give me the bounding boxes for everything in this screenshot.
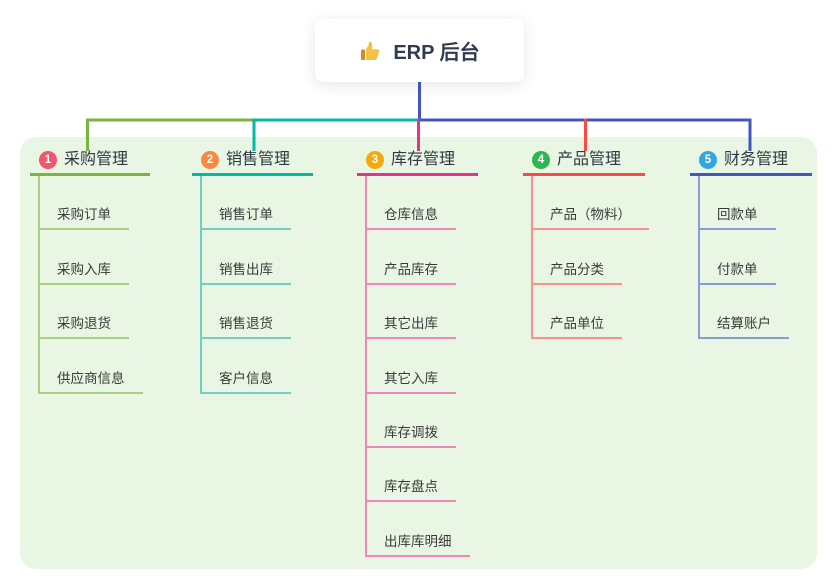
leaf-node[interactable]: 出库库明细 <box>367 502 470 557</box>
leaf-label: 库存盘点 <box>384 479 438 495</box>
branch-number-badge: 3 <box>366 150 384 169</box>
branch-product-title[interactable]: 4 产品管理 <box>523 150 645 176</box>
branch-label: 采购管理 <box>64 151 129 168</box>
leaf-node[interactable]: 产品库存 <box>367 230 456 285</box>
leaf-node[interactable]: 结算账户 <box>700 285 789 340</box>
leaf-label: 采购入库 <box>57 261 111 277</box>
leaf-label: 库存调拨 <box>384 424 438 440</box>
leaf-node[interactable]: 采购订单 <box>40 176 129 231</box>
leaf-node[interactable]: 采购退货 <box>40 285 129 340</box>
branch-finance-items: 回款单 付款单 结算账户 <box>698 176 789 340</box>
branch-finance-title[interactable]: 5 财务管理 <box>690 150 812 176</box>
branch-label: 销售管理 <box>226 151 291 168</box>
branch-number-badge: 4 <box>532 150 550 169</box>
leaf-label: 销售出库 <box>219 261 273 277</box>
branch-inventory-items: 仓库信息 产品库存 其它出库 其它入库 库存调拨 库存盘点 出库库明细 <box>365 176 470 557</box>
leaf-node[interactable]: 库存盘点 <box>367 448 456 503</box>
leaf-node[interactable]: 销售退货 <box>202 285 291 340</box>
branch-sales: 2 销售管理 销售订单 销售出库 销售退货 客户信息 <box>192 150 313 394</box>
branch-product-items: 产品（物料） 产品分类 产品单位 <box>531 176 649 340</box>
leaf-node[interactable]: 库存调拨 <box>367 394 456 448</box>
branches-panel <box>20 137 817 569</box>
leaf-node[interactable]: 产品（物料） <box>533 176 649 231</box>
leaf-label: 销售订单 <box>219 207 273 223</box>
leaf-label: 仓库信息 <box>384 207 438 223</box>
leaf-label: 销售退货 <box>219 316 273 332</box>
branch-finance: 5 财务管理 回款单 付款单 结算账户 <box>690 150 812 340</box>
branch-number-badge: 5 <box>699 150 717 169</box>
leaf-label: 出库库明细 <box>384 533 452 549</box>
leaf-label: 其它出库 <box>384 316 438 332</box>
leaf-label: 供应商信息 <box>57 370 125 386</box>
leaf-node[interactable]: 销售出库 <box>202 230 291 285</box>
branch-label: 财务管理 <box>724 151 789 168</box>
leaf-label: 客户信息 <box>219 370 273 386</box>
leaf-node[interactable]: 产品分类 <box>533 230 622 285</box>
branch-sales-items: 销售订单 销售出库 销售退货 客户信息 <box>200 176 291 394</box>
branch-label: 产品管理 <box>557 151 622 168</box>
branch-purchase-items: 采购订单 采购入库 采购退货 供应商信息 <box>38 176 143 394</box>
leaf-label: 产品分类 <box>550 261 604 277</box>
leaf-label: 付款单 <box>717 261 758 277</box>
root-node[interactable]: ERP 后台 <box>315 19 524 82</box>
branch-purchase: 1 采购管理 采购订单 采购入库 采购退货 供应商信息 <box>30 150 150 394</box>
leaf-node[interactable]: 付款单 <box>700 230 776 285</box>
leaf-label: 其它入库 <box>384 370 438 386</box>
thumbs-up-icon <box>359 39 383 63</box>
leaf-label: 回款单 <box>717 207 758 223</box>
branch-product: 4 产品管理 产品（物料） 产品分类 产品单位 <box>523 150 649 340</box>
leaf-label: 结算账户 <box>717 316 771 332</box>
root-node-label: ERP 后台 <box>393 42 480 64</box>
leaf-label: 产品（物料） <box>550 207 631 223</box>
leaf-node[interactable]: 销售订单 <box>202 176 291 231</box>
leaf-node[interactable]: 供应商信息 <box>40 339 143 394</box>
branch-sales-title[interactable]: 2 销售管理 <box>192 150 313 176</box>
leaf-label: 采购退货 <box>57 316 111 332</box>
leaf-label: 采购订单 <box>57 207 111 223</box>
branch-number-badge: 2 <box>201 150 219 169</box>
leaf-node[interactable]: 客户信息 <box>202 339 291 394</box>
branch-inventory: 3 库存管理 仓库信息 产品库存 其它出库 其它入库 库存调拨 库存盘点 出库库… <box>357 150 478 557</box>
leaf-label: 产品库存 <box>384 261 438 277</box>
branch-purchase-title[interactable]: 1 采购管理 <box>30 150 150 176</box>
leaf-node[interactable]: 其它入库 <box>367 339 456 394</box>
branch-number-badge: 1 <box>39 150 57 169</box>
branch-inventory-title[interactable]: 3 库存管理 <box>357 150 478 176</box>
leaf-label: 产品单位 <box>550 316 604 332</box>
leaf-node[interactable]: 其它出库 <box>367 285 456 340</box>
branch-label: 库存管理 <box>391 151 456 168</box>
leaf-node[interactable]: 产品单位 <box>533 285 622 340</box>
leaf-node[interactable]: 仓库信息 <box>367 176 456 231</box>
leaf-node[interactable]: 采购入库 <box>40 230 129 285</box>
leaf-node[interactable]: 回款单 <box>700 176 776 231</box>
